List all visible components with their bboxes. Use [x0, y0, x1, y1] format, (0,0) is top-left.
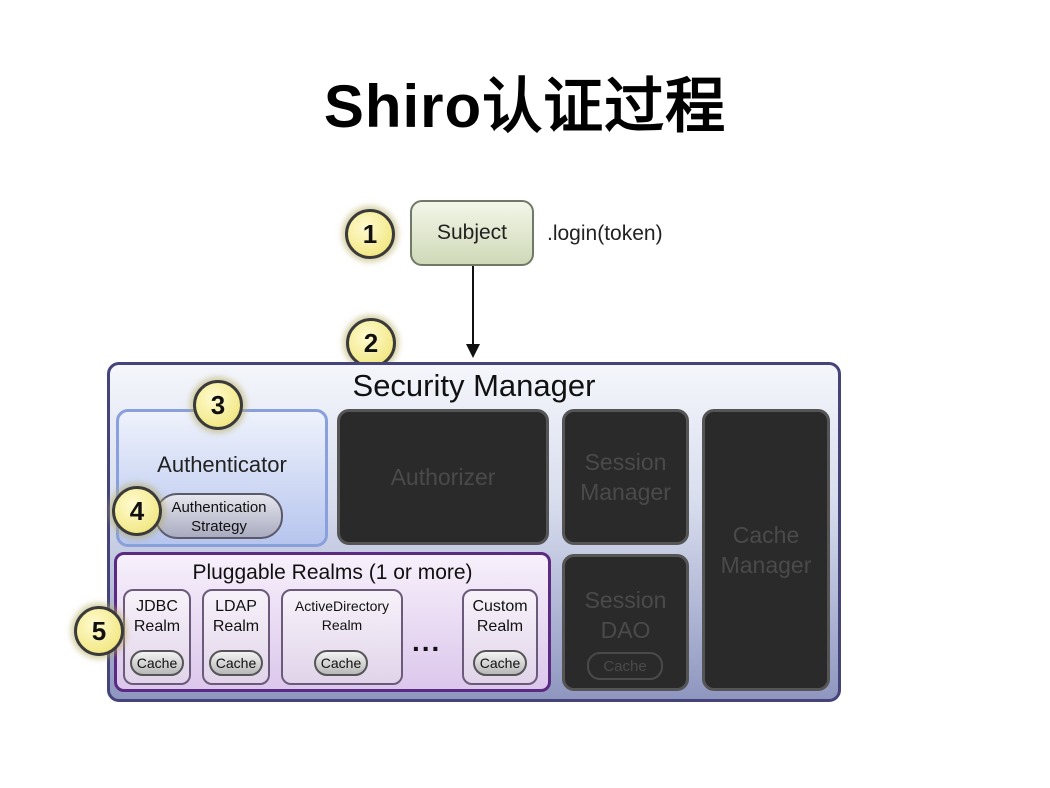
cache-manager-box: Cache Manager: [702, 409, 830, 691]
realm-line2: Realm: [321, 617, 363, 633]
realm-line1: Custom: [472, 598, 528, 615]
authenticator-label: Authenticator: [157, 452, 287, 477]
custom-realm-cache: Cache: [473, 650, 527, 676]
cache-manager-line1: Cache: [732, 522, 800, 548]
strategy-line2: Strategy: [191, 518, 247, 535]
session-dao-line1: Session: [584, 587, 667, 613]
subject-label: Subject: [436, 221, 508, 244]
pluggable-realms-title: Pluggable Realms (1 or more): [192, 561, 473, 584]
step-4-badge: 4: [112, 486, 162, 536]
session-dao-cache: Cache: [587, 652, 663, 680]
more-realms-ellipsis: ...: [412, 626, 442, 657]
realm-line2: Realm: [212, 618, 260, 635]
subject-box: Subject: [410, 200, 534, 266]
cache-manager-line2: Manager: [720, 552, 812, 578]
page-title: Shiro认证过程: [323, 73, 727, 140]
session-manager-line2: Manager: [580, 479, 671, 505]
step-5-badge: 5: [74, 606, 124, 656]
realm-line1: JDBC: [136, 598, 178, 615]
step-2-badge: 2: [346, 318, 396, 368]
session-dao-line2: DAO: [600, 617, 651, 643]
jdbc-realm-cache: Cache: [130, 650, 184, 676]
realm-line1: LDAP: [215, 598, 257, 615]
realm-line1: ActiveDirectory: [294, 598, 390, 614]
security-manager-title: Security Manager: [352, 368, 596, 403]
realm-line2: Realm: [133, 618, 181, 635]
arrow-head-icon: [466, 344, 480, 358]
strategy-line1: Authentication: [171, 499, 267, 516]
step-3-badge: 3: [193, 380, 243, 430]
login-call-label: .login(token): [547, 222, 663, 245]
realm-line2: Realm: [476, 618, 524, 635]
arrow-line: [472, 266, 474, 346]
ldap-realm-cache: Cache: [209, 650, 263, 676]
session-dao-box: Session DAO: [562, 554, 689, 691]
authentication-strategy-box: Authentication Strategy: [155, 493, 283, 539]
session-manager-line1: Session: [584, 449, 667, 475]
authorizer-box: Authorizer: [337, 409, 549, 545]
session-manager-box: Session Manager: [562, 409, 689, 545]
authorizer-label: Authorizer: [390, 464, 496, 490]
activedirectory-realm-cache: Cache: [314, 650, 368, 676]
step-1-badge: 1: [345, 209, 395, 259]
